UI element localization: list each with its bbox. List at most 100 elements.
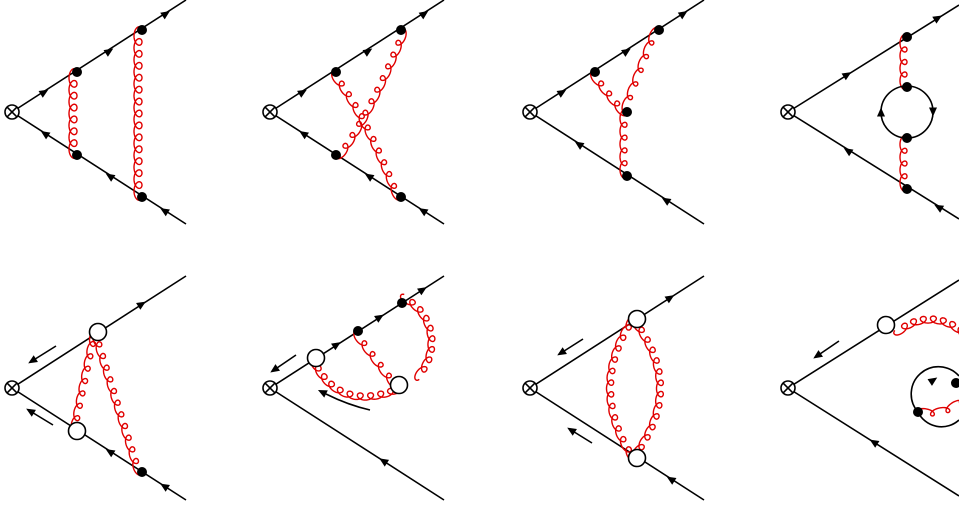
lower-fermion-line	[787, 111, 959, 220]
fermion-arrow-icon	[417, 287, 427, 296]
upper-fermion-line	[529, 0, 705, 113]
fermion-arrow-icon	[160, 483, 170, 492]
vertex-dot-icon	[590, 67, 600, 77]
panel-7	[522, 275, 705, 501]
gluon-line	[619, 108, 628, 180]
fermion-arrow-icon	[38, 89, 49, 98]
otimes-cross	[264, 106, 276, 118]
quark-loop	[880, 85, 934, 139]
panel-3	[522, 0, 705, 225]
lower-fermion-line	[529, 111, 705, 225]
vertex-dot-icon	[902, 133, 912, 143]
effective-vertex-icon	[876, 315, 896, 335]
vertex-dot-icon	[902, 32, 912, 42]
fermion-arrow-icon	[105, 173, 116, 182]
fermion-arrow-icon	[677, 11, 688, 20]
panel-6	[262, 275, 445, 501]
lower-fermion-line	[11, 387, 187, 501]
panel-8	[780, 279, 959, 497]
gluon-line	[621, 26, 660, 115]
vertex-dot-icon	[654, 25, 664, 35]
vertex-dot-icon	[137, 467, 147, 477]
otimes-cross	[782, 106, 794, 118]
vertex-dot-icon	[622, 107, 632, 117]
gluon-line	[91, 329, 143, 476]
fermion-arrow-icon	[418, 10, 429, 20]
quark-loop	[917, 411, 959, 428]
lower-fermion-line	[11, 111, 187, 225]
fermion-arrow-icon	[661, 197, 672, 206]
fermion-arrow-icon	[418, 208, 429, 217]
gluon-line	[70, 328, 99, 434]
otimes-cross	[524, 382, 536, 394]
fermion-arrow-icon	[929, 107, 937, 117]
otimes-cross	[6, 382, 18, 394]
otimes-cross	[6, 106, 18, 118]
fermion-arrow-icon	[105, 449, 116, 458]
effective-vertex-icon	[88, 322, 108, 342]
vertex-dot-icon	[72, 150, 82, 160]
otimes-cross	[782, 382, 794, 394]
momentum-arrow-line	[31, 345, 57, 362]
effective-vertex-icon	[627, 309, 647, 329]
current-insertion-icon	[262, 104, 278, 120]
momentum-arc	[325, 393, 371, 411]
gluon-line	[133, 25, 143, 202]
current-insertion-icon	[4, 380, 20, 396]
gluon-line	[914, 399, 959, 417]
fermion-arrow-icon	[331, 342, 341, 351]
fermion-arrow-icon	[934, 204, 945, 213]
fermion-arrow-icon	[666, 476, 677, 485]
fermion-arrow-icon	[374, 314, 384, 323]
vertex-dot-icon	[902, 82, 912, 92]
vertex-dot-icon	[397, 298, 407, 308]
gluon-line	[68, 67, 78, 160]
otimes-cross	[264, 382, 276, 394]
vertex-dot-icon	[396, 192, 406, 202]
gluon-line	[893, 315, 959, 336]
vertex-dot-icon	[137, 25, 147, 35]
vertex-dot-icon	[951, 378, 959, 388]
fermion-arrow-icon	[270, 364, 280, 373]
quark-loop	[910, 365, 959, 413]
gluon-line	[605, 314, 639, 463]
fermion-arrow-icon	[664, 295, 675, 304]
fermion-arrow-icon	[621, 48, 631, 57]
lower-fermion-line	[269, 387, 445, 501]
gluon-line	[353, 329, 401, 390]
fermion-arrow-icon	[364, 173, 375, 182]
gluon-line	[631, 317, 665, 460]
upper-fermion-line	[269, 0, 445, 113]
panel-4	[780, 4, 959, 220]
fermion-arrow-icon	[567, 427, 577, 436]
lower-fermion-line	[529, 387, 705, 501]
current-insertion-icon	[4, 104, 20, 120]
vertex-dot-icon	[72, 67, 82, 77]
current-insertion-icon	[522, 380, 538, 396]
upper-fermion-line	[529, 275, 705, 389]
vertex-dot-icon	[396, 25, 406, 35]
fermion-arrow-icon	[843, 148, 854, 157]
vertex-dot-icon	[622, 171, 632, 181]
gluon-line	[590, 70, 629, 117]
current-insertion-icon	[522, 104, 538, 120]
vertex-dot-icon	[913, 407, 923, 417]
current-insertion-icon	[780, 380, 796, 396]
fermion-arrow-icon	[556, 89, 567, 98]
vertex-dot-icon	[353, 326, 363, 336]
panel-2	[262, 0, 445, 225]
gluon-line	[899, 134, 908, 193]
fermion-arrow-icon	[869, 439, 880, 448]
fermion-arrow-icon	[813, 350, 823, 359]
fermion-arrow-icon	[103, 48, 114, 57]
effective-vertex-icon	[67, 421, 87, 441]
effective-vertex-icon	[627, 448, 647, 468]
upper-fermion-line	[11, 0, 187, 113]
fermion-arrow-icon	[574, 141, 585, 150]
current-insertion-icon	[262, 380, 278, 396]
gluon-line	[309, 355, 404, 401]
fermion-arrow-icon	[932, 15, 943, 24]
panel-5	[4, 275, 187, 501]
gluon-line	[334, 27, 407, 160]
effective-vertex-icon	[389, 375, 409, 395]
